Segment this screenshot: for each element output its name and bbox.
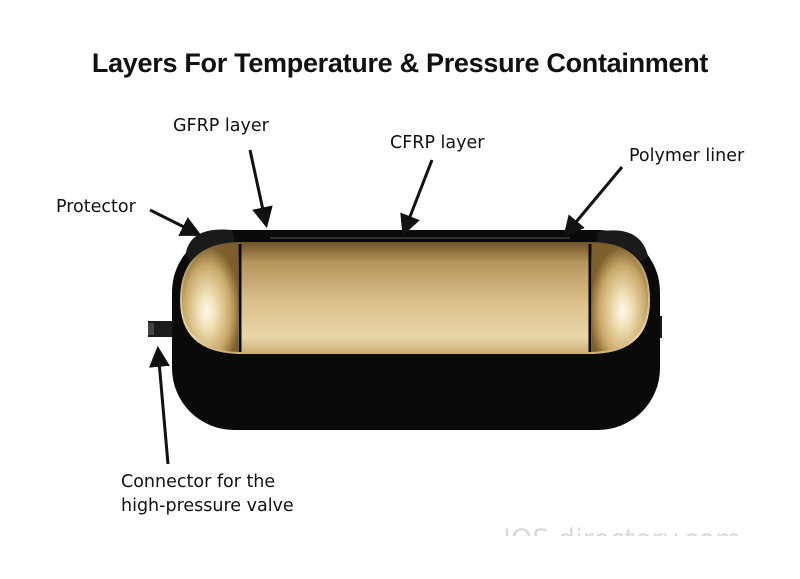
watermark-text: IQS directory.com bbox=[503, 522, 773, 536]
label-connector-line2: high-pressure valve bbox=[121, 496, 294, 516]
valve-connector-left-cap bbox=[148, 323, 154, 335]
diagram-title: Layers For Temperature & Pressure Contai… bbox=[91, 48, 709, 78]
arrow-cfrp bbox=[400, 159, 434, 236]
liner-cap-left bbox=[182, 244, 238, 352]
valve-connector-left bbox=[148, 321, 178, 337]
protector-left bbox=[186, 229, 236, 262]
liner-cap-right bbox=[592, 244, 648, 352]
label-connector-line1: Connector for the bbox=[121, 472, 276, 492]
arrow-gfrp bbox=[248, 149, 273, 229]
protector-right bbox=[596, 230, 648, 262]
polymer-liner bbox=[180, 242, 650, 354]
label-connector: Connector for the high-pressure valve bbox=[121, 470, 294, 518]
label-polymer-liner: Polymer liner bbox=[629, 146, 745, 166]
arrow-connector bbox=[149, 345, 170, 465]
label-gfrp-layer: GFRP layer bbox=[173, 116, 269, 136]
arrow-protector bbox=[149, 208, 202, 236]
arrow-polymer bbox=[563, 166, 624, 238]
label-cfrp-layer: CFRP layer bbox=[390, 133, 485, 153]
label-protector: Protector bbox=[56, 197, 136, 217]
